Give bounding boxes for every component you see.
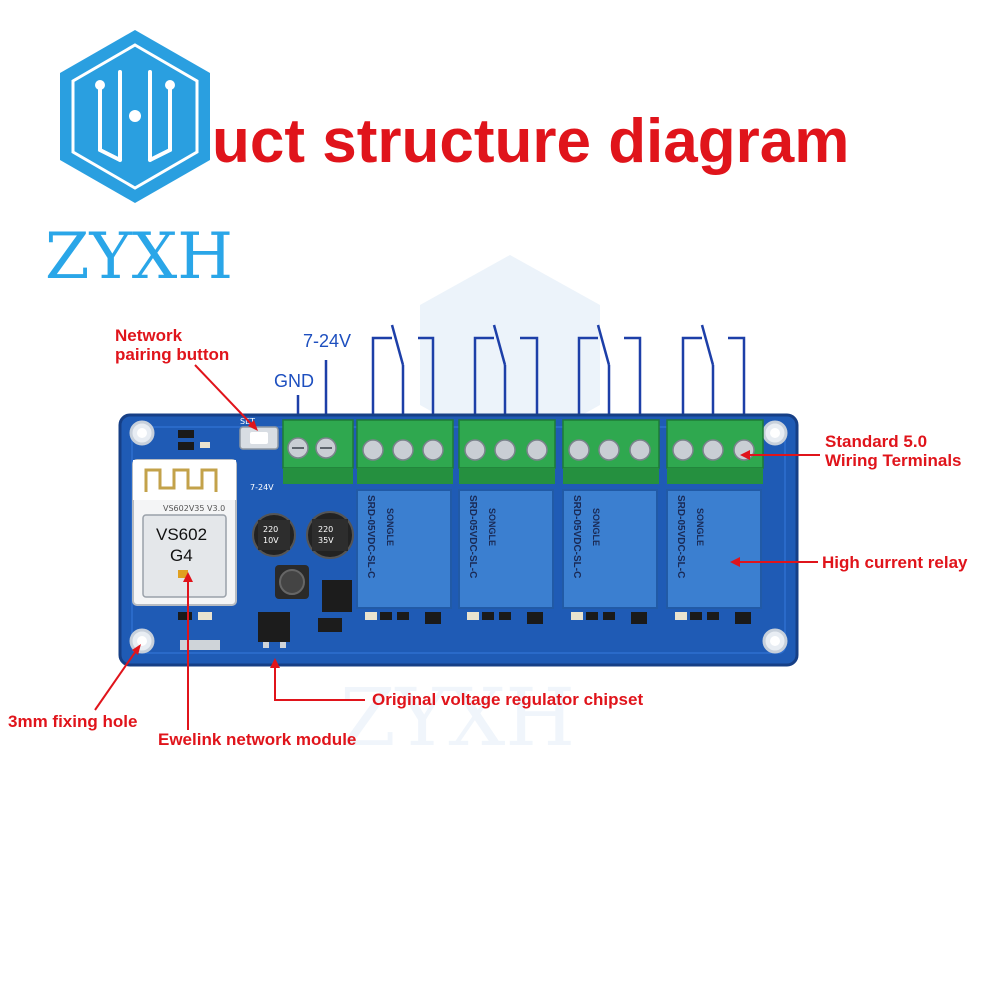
- module-revision: G4: [170, 546, 193, 565]
- callout-arrowheads: [132, 420, 750, 668]
- brand-logo: ZYXH: [45, 30, 233, 294]
- module-model: VS602: [156, 525, 207, 544]
- relay-3: SONGLE SRD-05VDC-SL-C: [562, 489, 658, 624]
- voltage-regulator-chip: [258, 612, 290, 648]
- callout-fixing-hole: 3mm fixing hole: [8, 712, 137, 731]
- fixing-hole: [762, 420, 788, 446]
- fixing-hole: [129, 628, 155, 654]
- capacitor: 220 10V: [252, 513, 296, 557]
- relay-model: SRD-05VDC-SL-C: [467, 495, 478, 578]
- capacitor-volts: 10V: [263, 536, 279, 545]
- relay-4: SONGLE SRD-05VDC-SL-C: [666, 489, 762, 624]
- callout-terminals-line1: Standard 5.0: [825, 432, 927, 451]
- relay-brand: SONGLE: [385, 508, 395, 546]
- page-title: uct structure diagram: [212, 107, 849, 176]
- terminal-block-relay-1[interactable]: [356, 419, 454, 484]
- relay-model: SRD-05VDC-SL-C: [675, 495, 686, 578]
- callout-relay: High current relay: [822, 553, 968, 572]
- power-silk-label: 7-24V: [250, 483, 274, 492]
- callout-lines: [94, 364, 820, 730]
- watermark-text: ZYXH: [340, 671, 575, 764]
- ground-label: GND: [274, 371, 314, 391]
- callout-pairing-button-line2: pairing button: [115, 345, 229, 364]
- relay-brand: SONGLE: [591, 508, 601, 546]
- relay-brand: SONGLE: [487, 508, 497, 546]
- terminal-block-relay-3[interactable]: [562, 419, 660, 484]
- callout-pairing-button-line1: Network: [115, 326, 183, 345]
- relay-2: SONGLE SRD-05VDC-SL-C: [458, 489, 554, 624]
- terminal-block-relay-4[interactable]: [666, 419, 764, 484]
- wiring-lines: [296, 324, 746, 430]
- relay-brand: SONGLE: [695, 508, 705, 546]
- capacitor: 220 35V: [306, 511, 354, 559]
- callout-terminals-line2: Wiring Terminals: [825, 451, 962, 470]
- capacitor-volts: 35V: [318, 536, 334, 545]
- relay-board: SET: [118, 413, 799, 667]
- brand-name: ZYXH: [45, 220, 233, 294]
- relay-model: SRD-05VDC-SL-C: [571, 495, 582, 578]
- ewelink-network-module: VS602V35 V3.0 VS602 G4: [132, 459, 237, 606]
- callout-network-module: Ewelink network module: [158, 730, 356, 749]
- capacitor-value: 220: [263, 525, 278, 534]
- fixing-hole: [762, 628, 788, 654]
- terminal-block-relay-2[interactable]: [458, 419, 556, 484]
- module-fine-print: VS602V35 V3.0: [163, 504, 225, 513]
- fixing-hole: [129, 420, 155, 446]
- callout-regulator: Original voltage regulator chipset: [372, 690, 643, 709]
- capacitor-value: 220: [318, 525, 333, 534]
- relay-model: SRD-05VDC-SL-C: [365, 495, 376, 578]
- voltage-label: 7-24V: [303, 331, 351, 351]
- watermark: ZYXH: [340, 255, 600, 764]
- relay-1: SONGLE SRD-05VDC-SL-C: [356, 489, 452, 624]
- inductor: [275, 565, 309, 599]
- terminal-block-power[interactable]: [282, 419, 354, 484]
